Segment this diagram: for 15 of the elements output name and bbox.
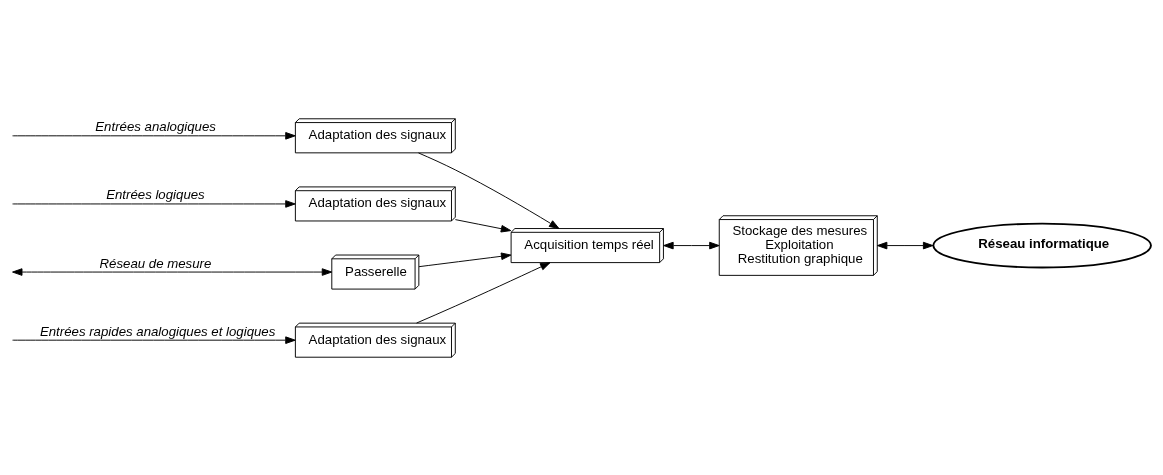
arrow <box>454 218 512 232</box>
arrow <box>663 241 720 249</box>
arrow <box>418 252 512 267</box>
arrow <box>12 199 296 208</box>
arrow <box>876 241 934 249</box>
edge-label: Entrées logiques <box>106 186 205 202</box>
arrow <box>12 131 296 140</box>
edge-label: Entrées analogiques <box>95 118 216 134</box>
node-ellipse: Réseau informatique <box>932 222 1152 268</box>
edge-label: Entrées rapides analogiques et logiques <box>39 323 276 339</box>
arrow <box>12 267 333 276</box>
edge-label: Réseau de mesure <box>99 255 212 271</box>
arrow <box>418 151 560 229</box>
arrow <box>12 335 296 344</box>
arrow <box>416 261 551 324</box>
